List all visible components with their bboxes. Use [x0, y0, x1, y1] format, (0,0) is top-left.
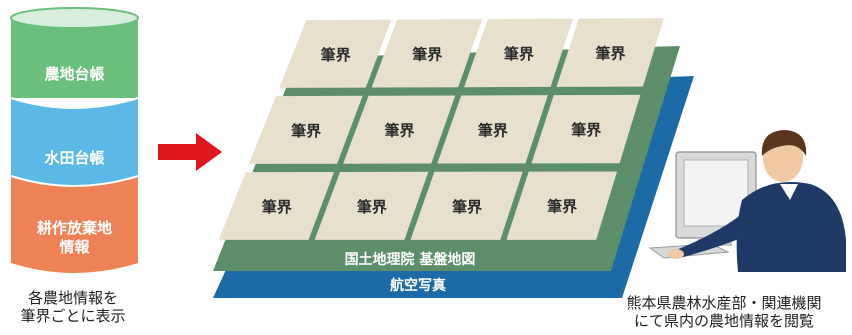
parcel-label: 筆界 — [504, 45, 534, 63]
parcel-grid: 筆界筆界筆界筆界筆界筆界筆界筆界筆界筆界筆界筆界 — [218, 18, 664, 240]
parcel-label: 筆界 — [321, 46, 351, 64]
flow-arrow — [158, 133, 222, 171]
parcel-label: 筆界 — [571, 121, 601, 139]
parcel-label: 筆界 — [385, 122, 415, 140]
parcel-label: 筆界 — [291, 122, 321, 140]
parcel-cell — [248, 95, 363, 164]
parcel-label: 筆界 — [357, 198, 387, 216]
person-hand — [668, 249, 684, 259]
cylinder-label-abandoned-line2: 情報 — [59, 238, 90, 256]
parcel-cell — [506, 171, 618, 240]
user-caption-line1: 熊本県農林水産部・関連機関 — [626, 294, 822, 312]
parcel-cell — [279, 19, 392, 88]
parcel-cell — [464, 18, 573, 88]
farmland-database-cylinder: 農地台帳 水田台帳 耕作放棄地 情報 — [10, 7, 139, 273]
cylinder-body-orange — [11, 176, 138, 273]
person-collar — [780, 184, 798, 200]
cylinder-label-farmland-ledger: 農地台帳 — [44, 65, 104, 83]
parcel-label: 筆界 — [262, 198, 292, 216]
cylinder-divider-2 — [10, 175, 139, 187]
parcel-label: 筆界 — [596, 45, 626, 63]
base-map-label: 国土地理院 基盤地図 — [345, 251, 476, 268]
monitor-screen — [683, 159, 749, 227]
cylinder-body-blue — [11, 98, 138, 186]
cylinder-caption-line2: 筆界ごとに表示 — [20, 307, 126, 325]
user-caption: 熊本県農林水産部・関連機関 にて県内の農地情報を閲覧 — [600, 294, 848, 330]
cylinder-label-paddy-ledger: 水田台帳 — [44, 149, 104, 167]
person-torso — [736, 182, 846, 272]
person-arm — [676, 214, 756, 258]
parcel-cell — [218, 171, 335, 240]
person-at-computer-illustration — [648, 130, 846, 272]
cylinder-caption-line1: 各農地情報を — [27, 289, 118, 307]
parcel-label: 筆界 — [547, 198, 577, 216]
parcel-label: 筆界 — [452, 198, 482, 216]
parcel-cell — [343, 95, 456, 164]
parcel-label: 筆界 — [478, 121, 508, 139]
parcel-cell — [437, 95, 548, 164]
person-hair — [761, 130, 807, 156]
cylinder-divider-1 — [10, 97, 139, 109]
parcel-cell — [531, 94, 641, 164]
cylinder-caption: 各農地情報を 筆界ごとに表示 — [4, 289, 142, 325]
cylinder-top-rim — [10, 7, 139, 29]
cylinder-body-green — [11, 18, 138, 98]
user-caption-line2: にて県内の農地情報を閲覧 — [633, 312, 814, 330]
parcel-label: 筆界 — [412, 45, 442, 63]
aerial-photo-label: 航空写真 — [390, 277, 446, 294]
parcel-cell — [371, 19, 483, 88]
parcel-cell — [314, 171, 429, 240]
parcel-cell — [410, 171, 523, 240]
cylinder-label-abandoned-line1: 耕作放棄地 — [37, 219, 112, 237]
parcel-cell — [556, 18, 664, 87]
